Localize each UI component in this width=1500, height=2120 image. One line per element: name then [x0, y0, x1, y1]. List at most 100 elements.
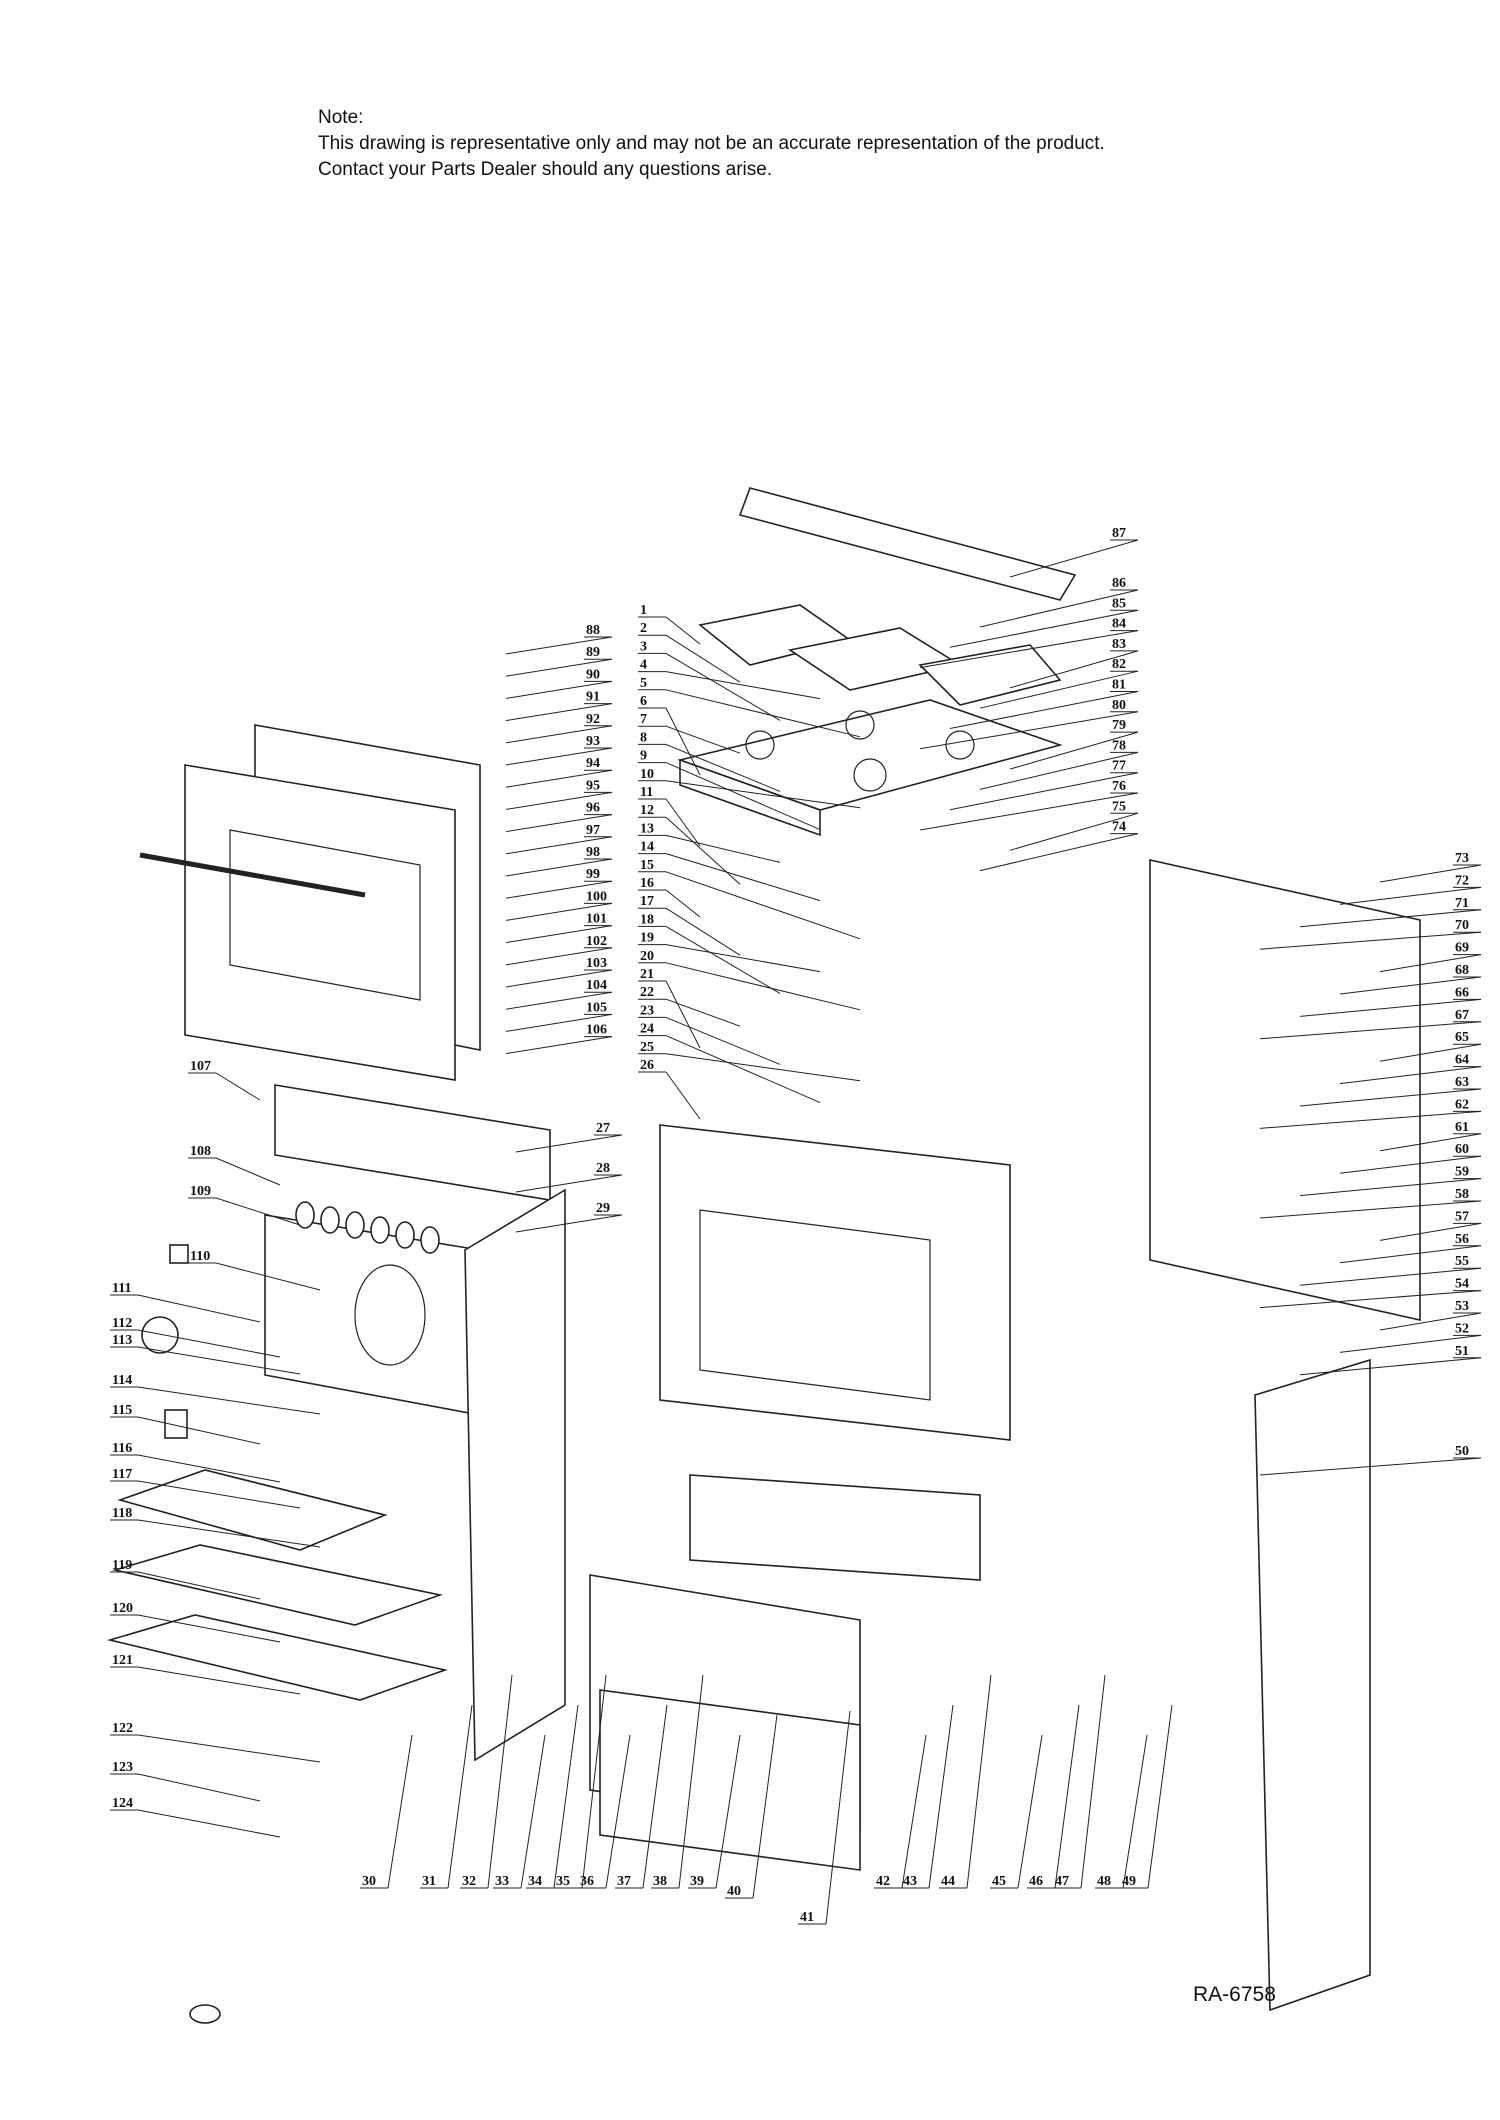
callout-18: 18	[640, 912, 654, 927]
callout-11: 11	[640, 785, 653, 800]
side-panel-right-part	[1254, 1358, 1371, 2012]
leader-line	[1299, 1357, 1482, 1376]
leader-line	[581, 1674, 607, 1889]
callout-104: 104	[586, 978, 607, 993]
leader-line	[1122, 1734, 1148, 1889]
document-id: RA-6758	[1193, 1983, 1276, 2006]
bottom-tray-part	[689, 1474, 981, 1581]
leader-line	[665, 816, 741, 885]
callout-47: 47	[1055, 1874, 1069, 1889]
leader-line	[825, 1710, 851, 1925]
leader-line	[505, 769, 613, 788]
callout-34: 34	[528, 1874, 542, 1889]
leader-line	[665, 889, 701, 918]
leader-line	[1299, 998, 1482, 1017]
callout-74: 74	[1112, 820, 1126, 835]
callout-15: 15	[640, 858, 654, 873]
leader-line	[1080, 1674, 1106, 1889]
callout-123: 123	[112, 1760, 133, 1775]
burner-part	[745, 730, 775, 760]
leader-line	[1009, 731, 1139, 770]
callout-68: 68	[1455, 963, 1469, 978]
callout-58: 58	[1455, 1187, 1469, 1202]
leader-line	[505, 858, 613, 877]
callout-100: 100	[586, 889, 607, 904]
callout-88: 88	[586, 623, 600, 638]
leader-line	[515, 1214, 623, 1233]
burner-part	[853, 758, 887, 792]
callout-9: 9	[640, 749, 647, 764]
leader-line	[949, 691, 1139, 729]
callout-118: 118	[112, 1506, 132, 1521]
leader-line	[515, 1174, 623, 1193]
callout-107: 107	[190, 1059, 211, 1074]
callout-37: 37	[617, 1874, 631, 1889]
igniter-part	[169, 1244, 189, 1264]
thermostat-part	[164, 1409, 188, 1439]
leader-line	[505, 814, 613, 833]
oven-rack-lower-part	[106, 1614, 448, 1701]
callout-85: 85	[1112, 596, 1126, 611]
leader-line	[505, 836, 613, 855]
callout-114: 114	[112, 1373, 132, 1388]
leader-line	[901, 1734, 927, 1889]
callout-51: 51	[1455, 1344, 1469, 1359]
callout-35: 35	[556, 1874, 570, 1889]
callout-53: 53	[1455, 1299, 1469, 1314]
leader-line	[665, 834, 781, 863]
leader-line	[1299, 1267, 1482, 1286]
callout-86: 86	[1112, 576, 1126, 591]
leader-line	[505, 791, 613, 810]
leader-line	[1339, 1155, 1482, 1174]
callout-121: 121	[112, 1653, 133, 1668]
back-panel-part	[1149, 859, 1421, 1321]
callout-41: 41	[800, 1910, 814, 1925]
leader-line	[447, 1704, 473, 1889]
broil-pan-part	[111, 1544, 443, 1626]
disclaimer-note: Note: This drawing is representative onl…	[318, 105, 1105, 183]
callout-76: 76	[1112, 779, 1126, 794]
callout-87: 87	[1112, 526, 1126, 541]
burner-part	[945, 730, 975, 760]
note-line-1: This drawing is representative only and …	[318, 133, 1105, 154]
callout-90: 90	[586, 667, 600, 682]
leader-line	[505, 703, 613, 722]
callout-94: 94	[586, 756, 600, 771]
callout-89: 89	[586, 645, 600, 660]
grate-right-part	[918, 644, 1062, 706]
callout-80: 80	[1112, 698, 1126, 713]
leader-line	[505, 991, 613, 1010]
callout-7: 7	[640, 712, 647, 727]
leader-line	[137, 1294, 261, 1323]
callout-46: 46	[1029, 1874, 1043, 1889]
callout-109: 109	[190, 1184, 211, 1199]
leader-line	[1339, 1334, 1482, 1353]
oven-door-part	[184, 764, 456, 1081]
callout-83: 83	[1112, 637, 1126, 652]
leader-line	[665, 798, 701, 847]
callout-73: 73	[1455, 851, 1469, 866]
knob-set-part	[295, 1201, 440, 1254]
leader-line	[665, 998, 741, 1027]
leader-line	[505, 680, 613, 699]
callout-93: 93	[586, 734, 600, 749]
leader-line	[979, 751, 1139, 790]
callout-6: 6	[640, 694, 647, 709]
leader-line	[919, 630, 1139, 669]
callout-120: 120	[112, 1601, 133, 1616]
leader-line	[1299, 1178, 1482, 1197]
callout-45: 45	[992, 1874, 1006, 1889]
part-drawings	[106, 487, 1421, 2024]
callout-33: 33	[495, 1874, 509, 1889]
callout-12: 12	[640, 803, 654, 818]
leader-line	[665, 634, 741, 683]
front-panel-part	[264, 1214, 481, 1416]
leader-line	[665, 616, 701, 645]
leader-line	[979, 833, 1139, 872]
callout-2: 2	[640, 621, 647, 636]
callout-113: 113	[112, 1333, 132, 1348]
callout-13: 13	[640, 821, 654, 836]
leader-line	[1299, 1088, 1482, 1107]
callout-8: 8	[640, 730, 647, 745]
callout-102: 102	[586, 934, 607, 949]
